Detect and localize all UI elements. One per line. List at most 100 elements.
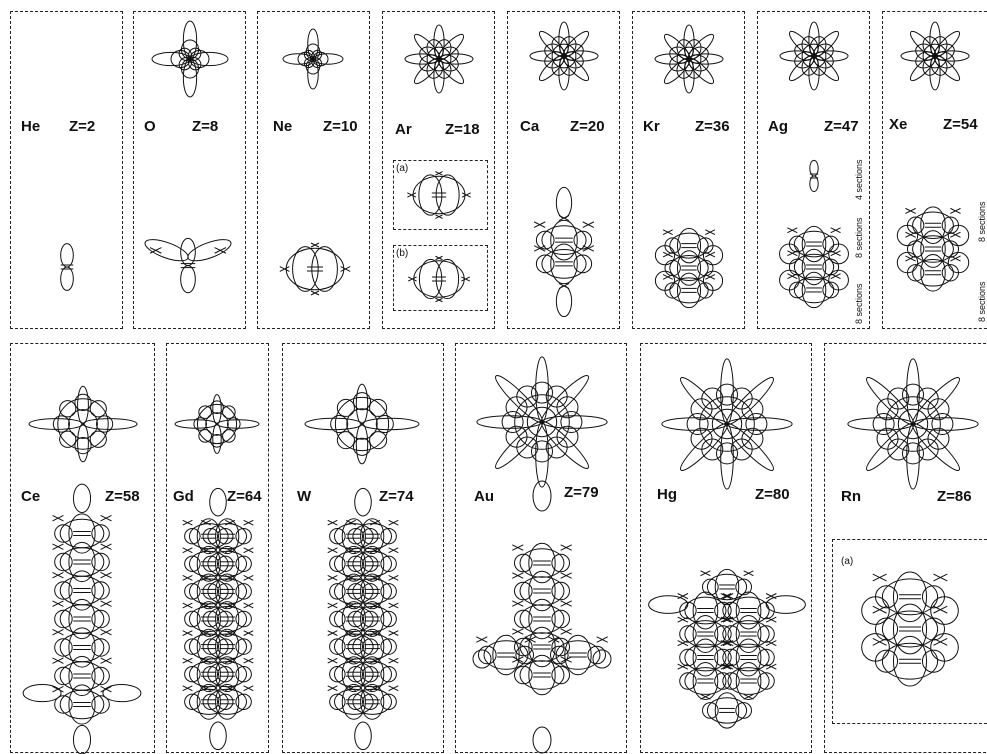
orbital-lobe: [353, 606, 392, 631]
panel-w: W Z=74: [282, 343, 444, 753]
panel-ne: Ne Z=10: [257, 11, 370, 329]
orbital-ring: [736, 579, 752, 595]
orbital-lobe: [334, 662, 373, 687]
orbital-lobe: [181, 238, 196, 265]
orbital-lobe: [189, 634, 228, 659]
orbital-ring: [217, 639, 232, 654]
orbital-ring: [203, 611, 218, 626]
orbital-lobe: [181, 266, 196, 293]
orbital-ring: [362, 611, 377, 626]
orbital-ring: [362, 639, 377, 654]
orbital-ring: [185, 528, 200, 543]
orbital-ring: [348, 694, 363, 709]
orbital-ring: [217, 584, 232, 599]
orbital-ring: [348, 528, 363, 543]
orbital-ring: [479, 646, 497, 664]
orbital-ring: [236, 556, 251, 571]
orbital-ring: [536, 231, 554, 249]
orbital-ring: [552, 666, 570, 684]
atom-diagram: [134, 12, 247, 330]
orbital-ring: [703, 271, 722, 290]
orbital-lobe: [189, 579, 228, 604]
atom-diagram: [456, 344, 628, 754]
orbital-lobe: [60, 690, 104, 718]
panel-ca: Ca Z=20: [507, 11, 620, 329]
orbital-ring: [236, 611, 251, 626]
orbital-lobe: [210, 722, 227, 750]
orbital-lobe: [533, 727, 551, 753]
orbital-lobe: [61, 244, 74, 267]
orbital-lobe: [353, 689, 392, 714]
panel-ar: Ar Z=18 (a) (b): [382, 11, 495, 329]
orbital-lobe: [60, 633, 104, 661]
atom-diagram: [283, 344, 445, 754]
orbital-lobe: [334, 634, 373, 659]
orbital-ring: [348, 639, 363, 654]
orbital-ring: [515, 582, 533, 600]
orbital-lobe: [334, 524, 373, 549]
orbital-ring: [330, 611, 345, 626]
orbital-ring: [236, 584, 251, 599]
orbital-ring: [203, 584, 218, 599]
atom-diagram: [825, 344, 987, 754]
orbital-ring: [330, 584, 345, 599]
orbital-lobe: [312, 247, 338, 292]
orbital-lobe: [353, 579, 392, 604]
orbital-lobe: [73, 484, 90, 512]
orbital-ring: [348, 556, 363, 571]
orbital-ring: [217, 528, 232, 543]
orbital-lobe: [210, 488, 227, 516]
orbital-ring: [362, 694, 377, 709]
orbital-ring: [203, 694, 218, 709]
orbital-ring: [348, 611, 363, 626]
orbital-ring: [330, 528, 345, 543]
orbital-ring: [897, 225, 917, 245]
orbital-ring: [593, 650, 611, 668]
orbital-lobe: [533, 481, 551, 511]
orbital-ring: [680, 649, 696, 665]
orbital-ring: [922, 618, 944, 640]
orbital-ring: [362, 584, 377, 599]
orbital-ring: [203, 528, 218, 543]
orbital-ring: [381, 694, 396, 709]
orbital-lobe: [556, 187, 571, 218]
orbital-lobe: [103, 685, 141, 702]
orbital-ring: [536, 255, 554, 273]
orbital-lobe: [913, 260, 954, 287]
atom-diagram: [11, 12, 124, 330]
orbital-lobe: [542, 226, 586, 255]
orbital-lobe: [208, 689, 247, 714]
orbital-lobe: [185, 235, 233, 265]
panel-kr: Kr Z=36: [632, 11, 745, 329]
orbital-lobe: [893, 604, 926, 654]
orbital-lobe: [728, 644, 769, 671]
orbital-ring: [574, 255, 592, 273]
orbital-ring: [185, 694, 200, 709]
orbital-lobe: [419, 259, 441, 298]
orbital-lobe: [670, 256, 708, 281]
panel-gd: Gd Z=64: [166, 343, 269, 753]
orbital-ring: [203, 639, 218, 654]
orbital-ring: [473, 650, 491, 668]
orbital-lobe: [353, 662, 392, 687]
orbital-lobe: [189, 689, 228, 714]
atom-diagram: [258, 12, 371, 330]
orbital-ring: [236, 694, 251, 709]
orbital-lobe: [208, 606, 247, 631]
atom-diagram: [641, 344, 813, 754]
orbital-ring: [588, 646, 606, 664]
orbital-lobe: [189, 551, 228, 576]
orbital-ring: [703, 246, 722, 265]
orbital-lobe: [520, 661, 564, 690]
panel-xe: Xe Z=54 8 sections 8 sections: [882, 11, 987, 329]
orbital-ring: [236, 639, 251, 654]
orbital-ring: [862, 597, 890, 625]
orbital-lobe: [520, 605, 564, 634]
orbital-lobe: [208, 634, 247, 659]
orbital-ring: [203, 666, 218, 681]
orbital-ring: [552, 638, 570, 656]
orbital-ring: [862, 634, 890, 662]
orbital-lobe: [556, 286, 571, 317]
orbital-ring: [516, 646, 534, 664]
orbital-ring: [515, 638, 533, 656]
